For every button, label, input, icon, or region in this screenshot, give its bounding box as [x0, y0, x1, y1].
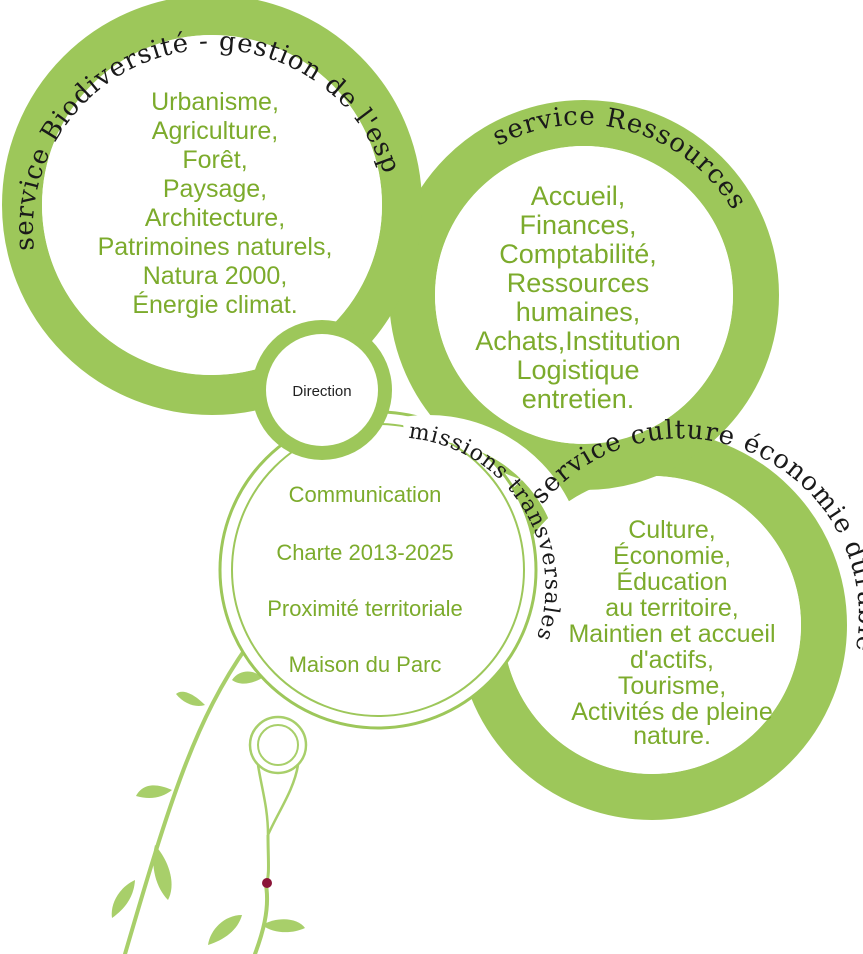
direction-label: Direction — [292, 383, 351, 400]
list-item: Proximité territoriale — [267, 596, 463, 621]
culture-items: Culture, Économie, Éducation au territoi… — [568, 516, 775, 750]
list-item: Logistique — [516, 355, 639, 385]
list-item: Activités de pleine — [571, 698, 773, 726]
list-item: entretien. — [522, 384, 635, 414]
ressources-items: Accueil, Finances, Comptabilité, Ressour… — [475, 181, 681, 414]
list-item: Paysage, — [163, 175, 267, 203]
list-item: Agriculture, — [152, 117, 278, 145]
bud-dot — [262, 878, 272, 888]
flower-stem — [123, 643, 270, 954]
list-item: Culture, — [628, 516, 716, 544]
list-item: Maintien et accueil — [568, 620, 775, 648]
list-item: Finances, — [519, 210, 636, 240]
service-biodiversite-circle — [2, 0, 422, 415]
list-item: Économie, — [613, 541, 731, 570]
list-item: Maison du Parc — [289, 652, 442, 677]
list-item: Achats,Institution — [475, 326, 681, 356]
list-item: Énergie climat. — [132, 290, 297, 319]
list-item: nature. — [633, 722, 711, 750]
leaf-shapes — [111, 671, 305, 945]
service-ressources-circle — [389, 100, 779, 490]
list-item: Éducation — [616, 567, 727, 596]
list-item: Urbanisme, — [151, 88, 279, 116]
list-item: Tourisme, — [618, 672, 726, 700]
list-item: Architecture, — [145, 204, 285, 232]
bud-icon — [248, 715, 308, 888]
biodiversite-items: Urbanisme, Agriculture, Forêt, Paysage, … — [98, 88, 333, 319]
list-item: humaines, — [516, 297, 641, 327]
list-item: Comptabilité, — [499, 239, 657, 269]
list-item: au territoire, — [605, 594, 738, 622]
list-item: Patrimoines naturels, — [98, 233, 333, 261]
direction-circle: Direction — [252, 320, 392, 460]
transversales-items: Communication Charte 2013-2025 Proximité… — [267, 482, 463, 677]
list-item: d'actifs, — [630, 646, 714, 674]
list-item: Forêt, — [182, 146, 247, 174]
list-item: Accueil, — [531, 181, 626, 211]
list-item: Ressources — [507, 268, 650, 298]
list-item: Communication — [289, 482, 442, 507]
list-item: Charte 2013-2025 — [276, 540, 453, 565]
list-item: Natura 2000, — [143, 262, 288, 290]
